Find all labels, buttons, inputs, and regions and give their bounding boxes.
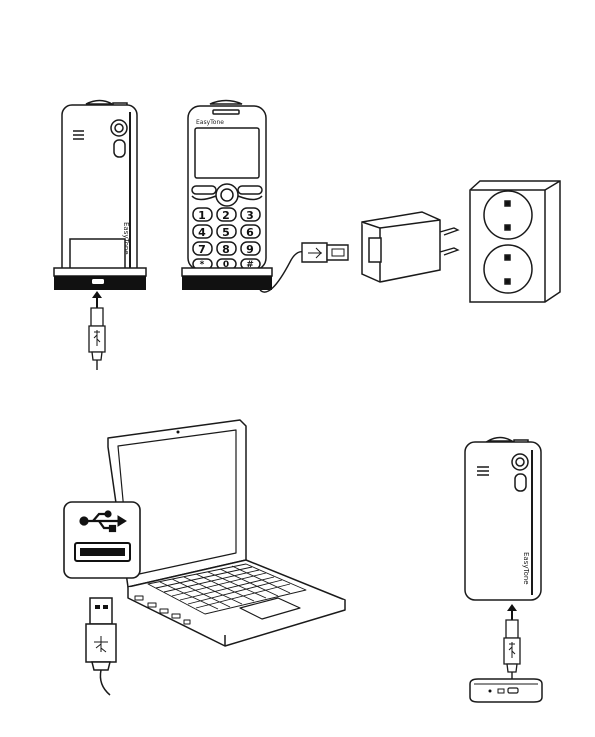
micro-usb-plug-icon [504,620,520,682]
brand-label-front: EasyTone [196,119,224,126]
key-3: 3 [246,209,254,222]
phone-front-in-cradle: EasyTone 1 2 3 4 5 6 7 [188,101,266,271]
up-arrow-icon [507,604,517,620]
key-4: 4 [198,226,206,239]
right-soft-key [238,186,262,194]
phone-back-standalone: EasyTone [465,438,541,601]
usb-cable-to-charger [260,243,348,292]
micro-usb-plug-icon [89,308,105,370]
up-arrow-icon [92,291,102,308]
key-1: 1 [198,209,206,222]
key-8: 8 [222,243,230,256]
usb-plug-icon [86,598,116,695]
brand-label-standalone: EasyTone [522,552,530,585]
camera-icon [111,120,127,136]
phone-back-in-cradle: EasyTone [62,101,137,278]
laptop [108,420,345,646]
cradle-right [182,268,272,290]
key-2: 2 [222,209,230,222]
phone-bottom-edge [470,679,542,702]
micro-usb-port [92,279,104,284]
phone-screen [195,128,259,178]
key-9: 9 [246,243,254,256]
usb-port-callout [64,502,140,578]
key-7: 7 [198,243,206,256]
cradle-left [54,268,146,290]
key-5: 5 [222,226,230,239]
camera-icon [512,454,528,470]
sos-button-icon [114,140,125,157]
left-soft-key [192,186,216,194]
key-6: 6 [246,226,254,239]
wall-socket [470,181,560,302]
sos-button-icon [515,474,526,491]
wall-charger [362,212,458,282]
